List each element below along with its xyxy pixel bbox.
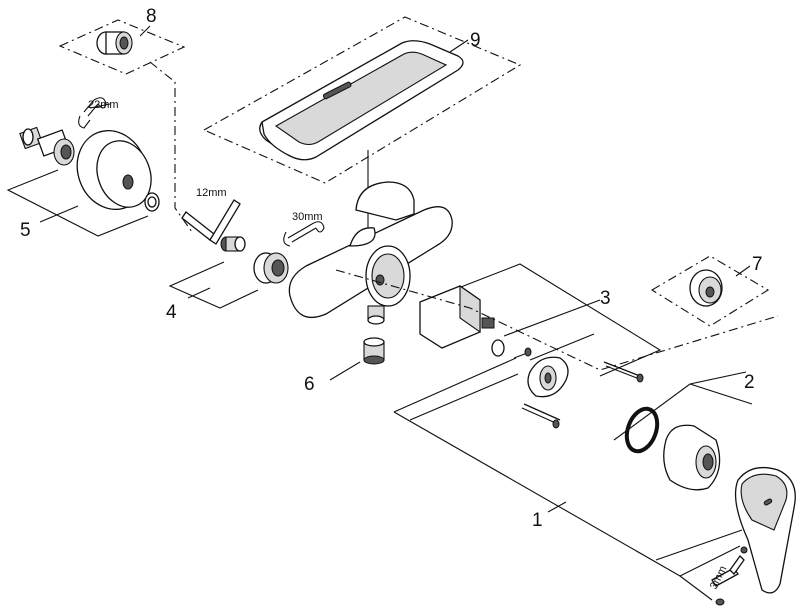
part-9-shelf-tray — [259, 40, 464, 161]
part-4-group: 12mm 30mm 4 — [166, 187, 325, 323]
mixer-handle — [734, 466, 796, 594]
callout-7: 7 — [752, 254, 763, 275]
part-3-long-screw-lower — [521, 403, 561, 429]
part-7-nut — [689, 269, 723, 307]
wrench-30mm-icon: 30mm — [283, 211, 325, 247]
part-1-set-screw — [740, 546, 748, 554]
part-3-screw-small — [513, 347, 532, 359]
part-1-group: 1 3mm — [393, 357, 748, 606]
hex-key-12mm-icon: 12mm — [181, 187, 241, 245]
part-7-group: 7 — [650, 254, 770, 327]
part-5-group: 22mm 5 — [6, 97, 160, 241]
part-4-nipple — [220, 236, 246, 252]
callout-1: 1 — [532, 510, 543, 531]
wrench-22mm-icon: 22mm — [78, 97, 119, 129]
part-3-cartridge — [419, 284, 505, 357]
part-7-frame — [650, 255, 770, 327]
part-9-frame — [202, 16, 522, 184]
dim-22mm: 22mm — [88, 99, 119, 111]
callout-9: 9 — [470, 30, 481, 51]
dim-12mm: 12mm — [196, 187, 227, 199]
callout-4: 4 — [166, 302, 177, 323]
part-3-long-screw-upper — [603, 361, 644, 383]
mixer-body — [288, 181, 453, 325]
part-6-aerator — [363, 337, 385, 365]
part-4-union-nut — [253, 252, 289, 284]
part-9-shelf-group: 9 — [202, 16, 522, 240]
hex-key-3mm-icon: 3mm — [708, 554, 745, 591]
callout-8: 8 — [146, 6, 157, 27]
callout-3: 3 — [600, 288, 611, 309]
part-2-o-ring — [624, 406, 660, 454]
callout-5: 5 — [20, 220, 31, 241]
part-8-frame — [58, 19, 186, 75]
part-6-group: 6 — [304, 337, 385, 395]
part-2-group: 2 — [613, 371, 755, 491]
part-3-group: 3 — [419, 263, 662, 429]
part-1-grub-screw — [715, 598, 725, 606]
part-3-flange — [527, 356, 569, 398]
part-5-escutcheon — [76, 130, 160, 212]
part-5-connector — [19, 126, 75, 166]
callout-2: 2 — [744, 372, 755, 393]
dim-30mm: 30mm — [292, 211, 323, 223]
callout-6: 6 — [304, 374, 315, 395]
part-2-sleeve — [663, 424, 721, 491]
part-8-adapter — [96, 31, 133, 55]
